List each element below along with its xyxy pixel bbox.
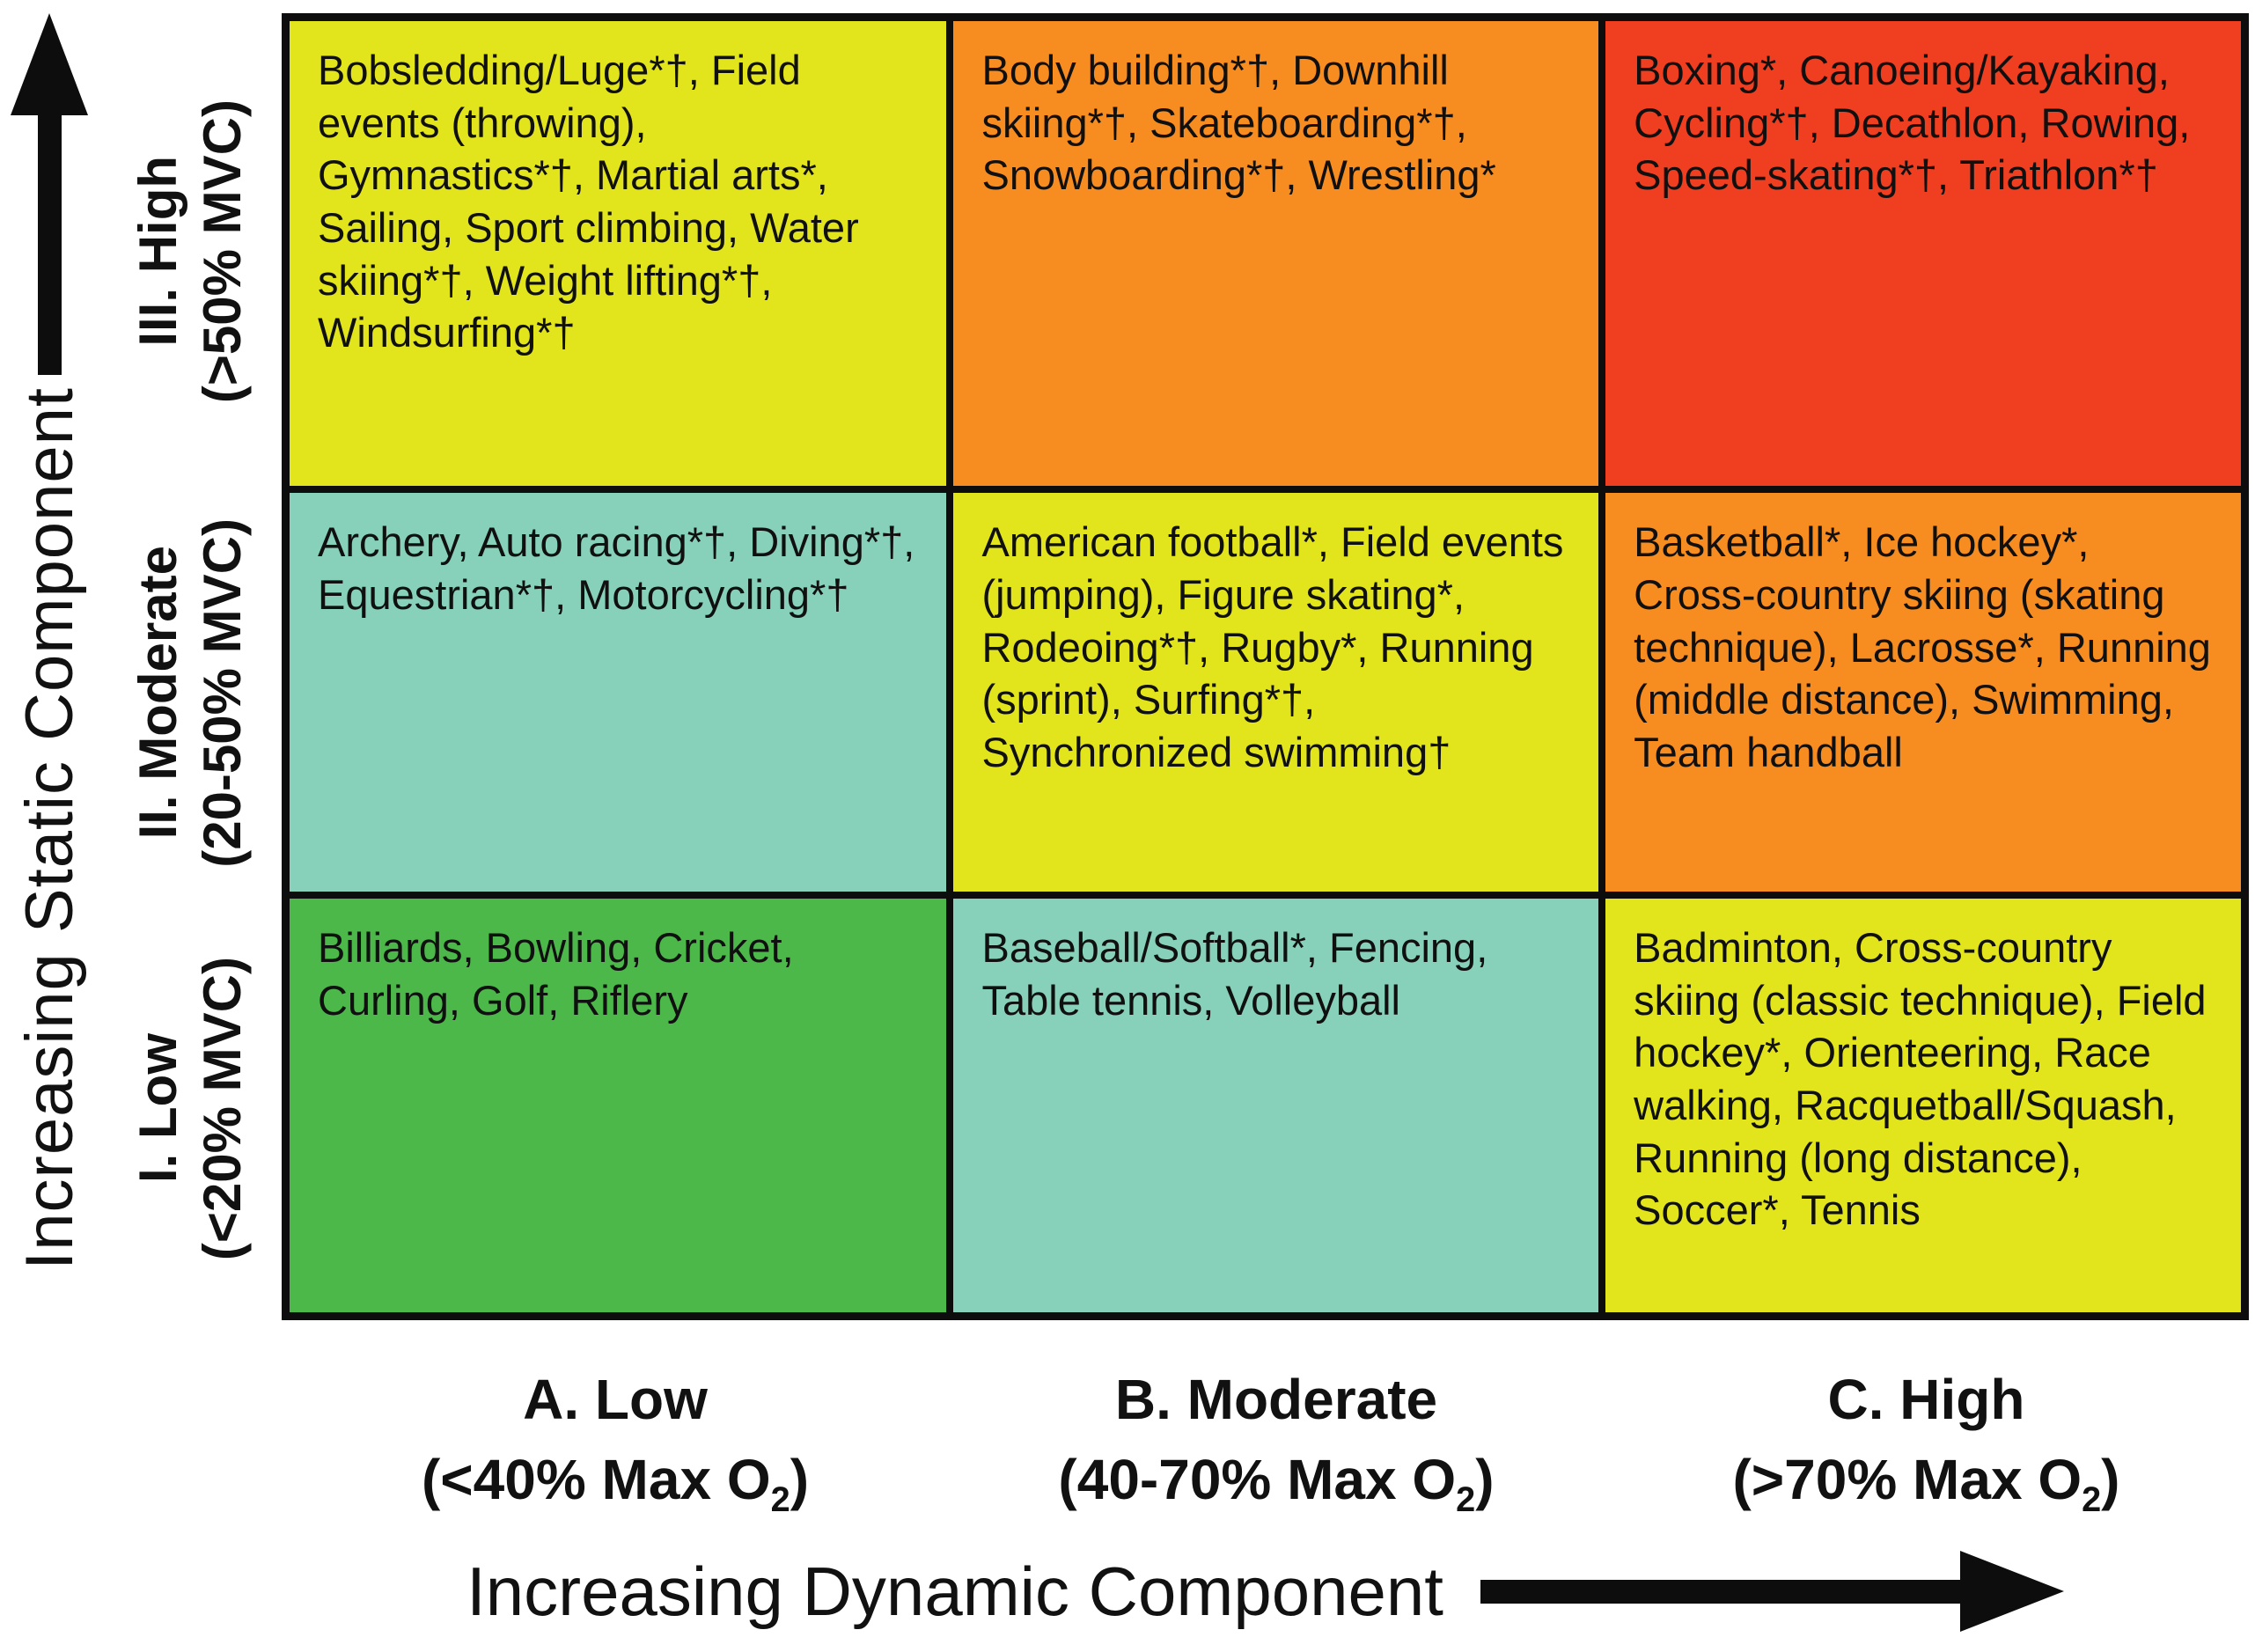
static-axis-label: Increasing Static Component	[11, 387, 87, 1270]
dynamic-component-axis: Increasing Dynamic Component	[282, 1551, 2249, 1632]
cell-IIIC: Boxing*, Canoeing/Kayaking, Cycling*†, D…	[1605, 21, 2241, 487]
row-label-low-range: (<20% MVC)	[193, 956, 252, 1260]
up-arrow-icon	[11, 13, 88, 375]
col-label-moderate-title: B. Moderate	[1114, 1368, 1438, 1431]
right-arrow-shaft	[1480, 1579, 1960, 1604]
cell-IA: Billiards, Bowling, Cricket, Curling, Go…	[290, 898, 947, 1312]
matrix-grid: Bobsledding/Luge*†, Field events (throwi…	[282, 13, 2249, 1320]
col-label-moderate-range: (40-70% Max O2)	[1058, 1447, 1495, 1519]
cell-IB: Baseball/Softball*, Fencing, Table tenni…	[953, 898, 1599, 1312]
col-label-high: C. High (>70% Max O2)	[1604, 1360, 2249, 1524]
cell-IIB: American football*, Field events (jumpin…	[953, 493, 1599, 892]
row-label-high: III. High (>50% MVC)	[99, 13, 282, 489]
col-label-high-range: (>70% Max O2)	[1732, 1447, 2120, 1519]
col-label-low-title: A. Low	[523, 1368, 708, 1431]
static-component-axis: Increasing Static Component	[0, 13, 99, 1386]
right-arrow-head	[1959, 1551, 2064, 1632]
cell-IC: Badminton, Cross-country skiing (classic…	[1605, 898, 2241, 1312]
up-arrow-shaft	[37, 115, 62, 375]
row-label-moderate-range: (20-50% MVC)	[193, 518, 252, 868]
row-label-high-range: (>50% MVC)	[193, 99, 252, 403]
col-label-moderate: B. Moderate (40-70% Max O2)	[949, 1360, 1604, 1524]
cell-IIA: Archery, Auto racing*†, Diving*†, Equest…	[290, 493, 947, 892]
col-label-low: A. Low (<40% Max O2)	[282, 1360, 949, 1524]
row-labels: III. High (>50% MVC) II. Moderate (20-50…	[99, 13, 282, 1320]
row-label-high-title: III. High	[129, 155, 187, 347]
row-label-low: I. Low (<20% MVC)	[99, 897, 282, 1320]
cell-IIIA: Bobsledding/Luge*†, Field events (throwi…	[290, 21, 947, 487]
row-label-moderate-title: II. Moderate	[129, 546, 187, 840]
right-arrow-icon	[1480, 1551, 2064, 1632]
row-label-low-title: I. Low	[129, 1033, 187, 1184]
column-labels: A. Low (<40% Max O2) B. Moderate (40-70%…	[282, 1360, 2249, 1524]
col-label-high-title: C. High	[1827, 1368, 2025, 1431]
col-label-low-range: (<40% Max O2)	[421, 1447, 809, 1519]
dynamic-axis-label: Increasing Dynamic Component	[466, 1552, 1443, 1630]
cell-IIC: Basketball*, Ice hockey*, Cross-country …	[1605, 493, 2241, 892]
up-arrow-head	[11, 13, 88, 115]
cell-IIIB: Body building*†, Downhill skiing*†, Skat…	[953, 21, 1599, 487]
row-label-moderate: II. Moderate (20-50% MVC)	[99, 489, 282, 897]
